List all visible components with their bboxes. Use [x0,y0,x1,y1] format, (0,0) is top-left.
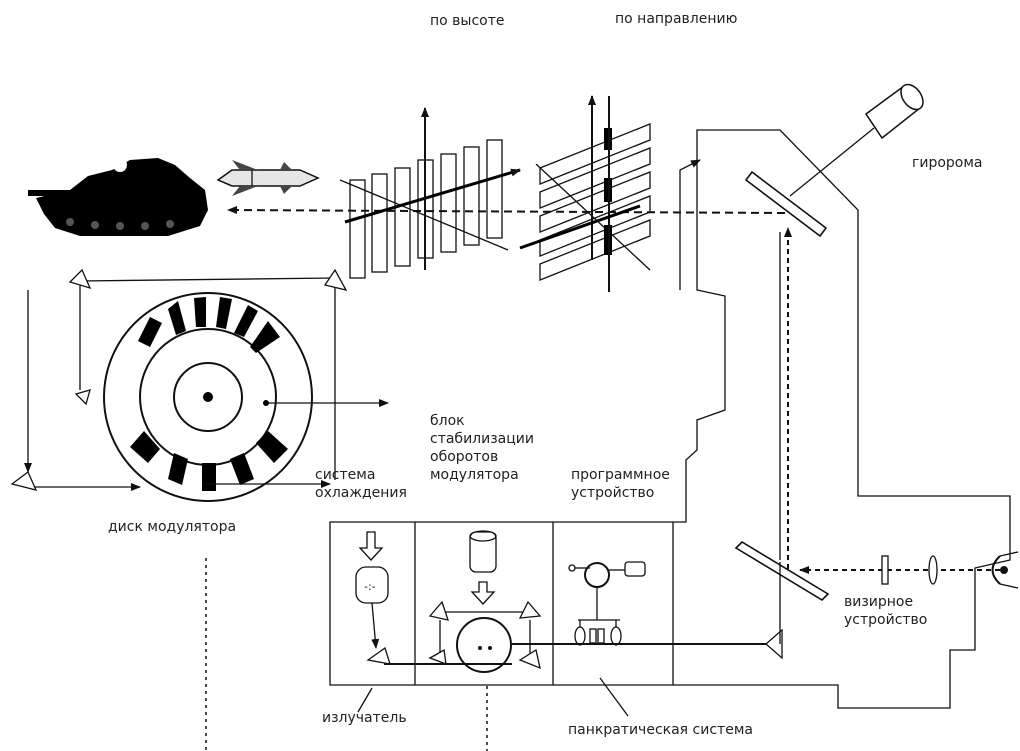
tank-icon [28,158,208,236]
label-pancratic-system: панкратическая система [568,721,753,739]
optical-axis [228,210,785,213]
label-program-device: программное устройство [571,466,670,502]
label-gyro: гиророма [912,154,983,172]
svg-text:-:-: -:- [364,580,376,593]
sighting-optics [736,542,1000,600]
gyroscope-icon [746,80,928,236]
label-emitter: излучатель [322,709,407,727]
label-direction: по направлению [615,10,737,28]
direction-raster [520,96,650,292]
label-stabilization-block: блок стабилизации оборотов модулятора [430,412,534,484]
label-elevation: по высоте [430,12,505,30]
label-sighting-device: визирное устройство [844,593,927,629]
elevation-raster [340,108,520,278]
program-device-block [569,562,645,645]
missile-icon [218,160,318,196]
cooling-system-block: -:- [356,532,390,664]
stabilization-block [430,531,540,672]
label-cooling-system: система охлаждения [315,466,407,502]
label-modulator-disk: диск модулятора [108,518,236,536]
